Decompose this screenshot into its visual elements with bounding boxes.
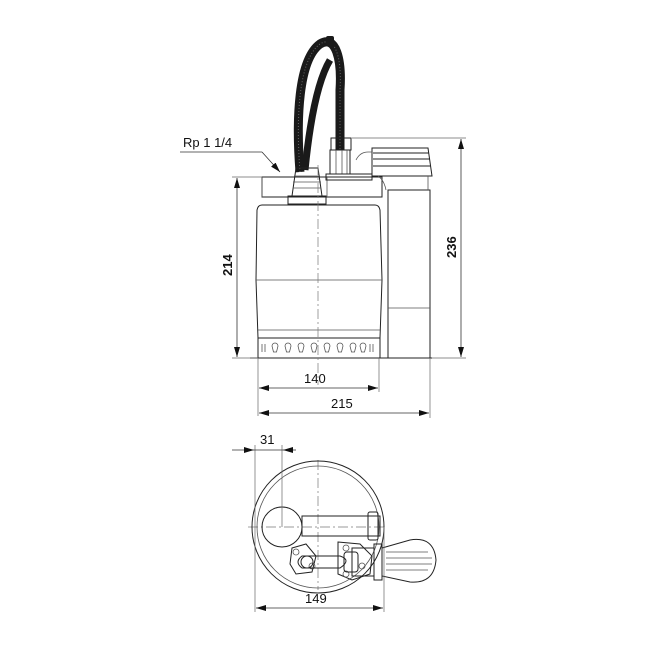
thread-label: Rp 1 1/4 [183,135,232,150]
dim-body-height: 214 [220,254,235,276]
float-mechanism [289,538,437,583]
dimension-149: 149 [256,527,385,612]
dimension-31: 31 [232,432,296,612]
cable-gland [325,137,373,181]
float-switch-head [355,147,433,191]
top-view: 31 149 [232,432,437,612]
dimension-214: 214 [220,176,262,359]
thread-callout: Rp 1 1/4 [180,135,281,173]
inlet-slots [261,342,374,353]
dimension-236: 236 [352,137,466,359]
float-body [387,176,431,359]
dim-body-width: 140 [304,371,326,386]
dim-outlet-offset: 31 [260,432,274,447]
power-cable [293,36,345,173]
dimension-215: 215 [259,358,431,418]
motor-body [250,204,432,359]
bracket-arm [301,511,381,541]
dim-total-height: 236 [444,236,459,258]
outlet-fitting [287,167,327,205]
dimension-140: 140 [257,358,380,416]
dim-total-width: 215 [331,396,353,411]
side-view: Rp 1 1/4 214 236 140 215 [180,36,466,418]
dim-plan-width: 149 [305,591,327,606]
